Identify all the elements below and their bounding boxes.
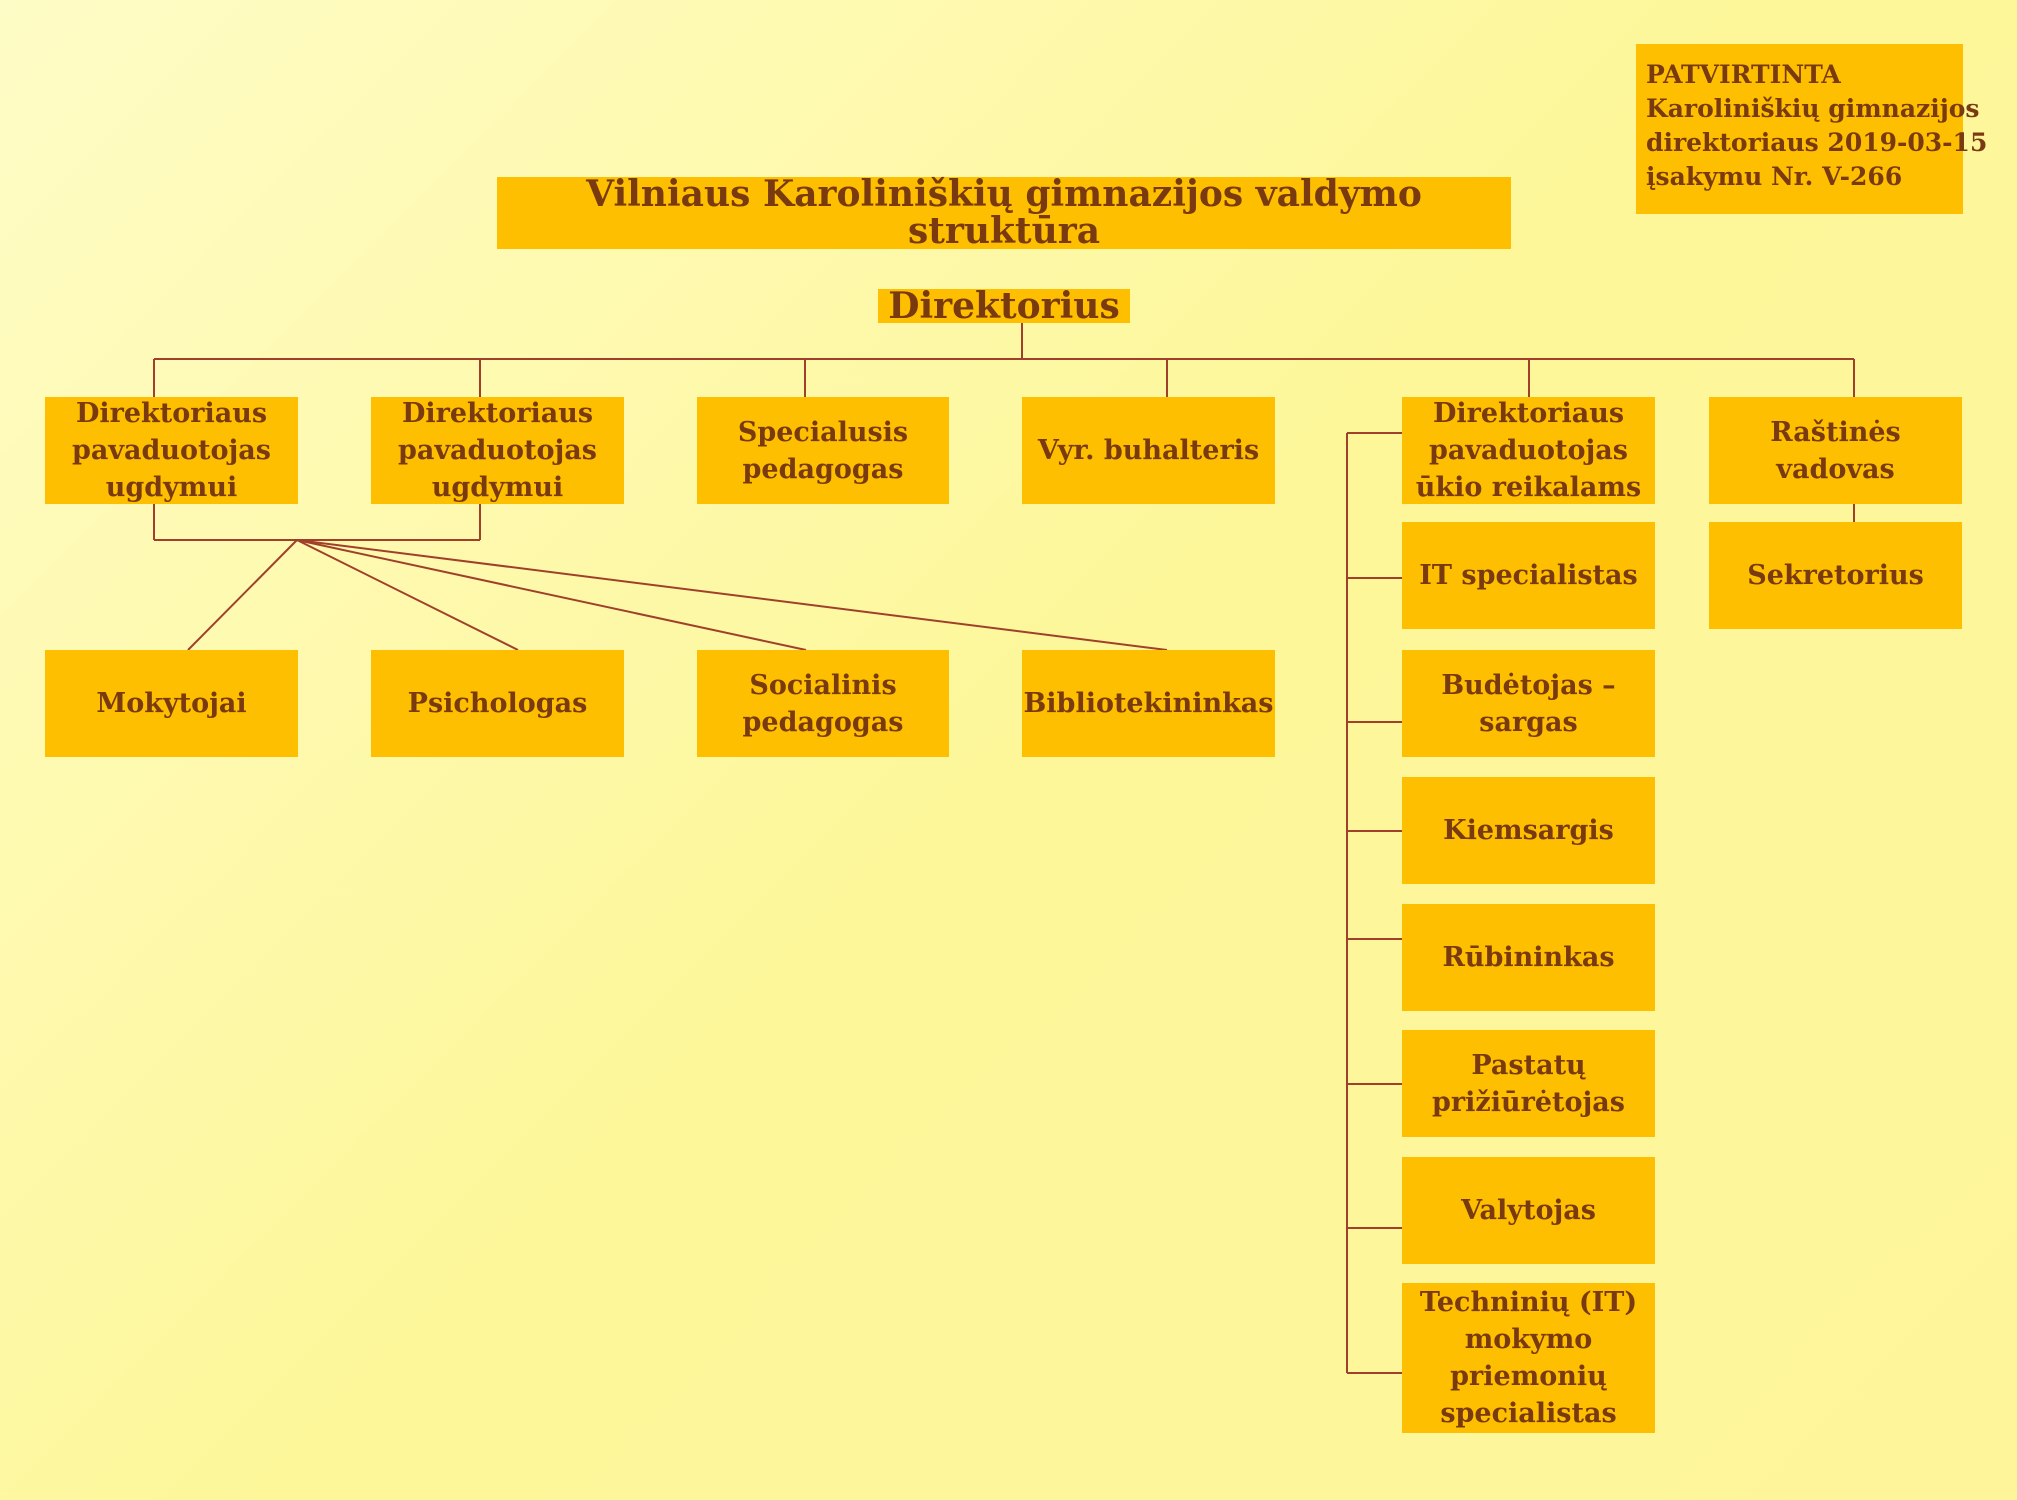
approval-line-2: Karoliniškių gimnazijos [1646, 94, 1980, 123]
director-box: Direktorius [878, 287, 1130, 324]
cleaner-box: Valytojas [1402, 1157, 1655, 1264]
secretary-box: Sekretorius [1709, 522, 1962, 629]
page-title: Vilniaus Karoliniškių gimnazijos valdymo… [497, 176, 1511, 250]
teachers-box: Mokytojai [45, 650, 298, 757]
deputy-facilities-box: Direktoriaus pavaduotojas ūkio reikalams [1402, 397, 1655, 504]
social-educator-box: Socialinis pedagogas [697, 650, 949, 757]
office-manager-box: Raštinės vadovas [1709, 397, 1962, 504]
approval-note: PATVIRTINTA Karoliniškių gimnazijos dire… [1636, 44, 1988, 214]
chief-accountant-box: Vyr. buhalteris [1022, 397, 1275, 504]
approval-line-1: PATVIRTINTA [1646, 60, 1841, 89]
librarian-box: Bibliotekininkas [1022, 650, 1275, 757]
cloakroom-attendant-box: Rūbininkas [1402, 904, 1655, 1011]
yard-keeper-box: Kiemsargis [1402, 777, 1655, 884]
deputy-education-1-box: Direktoriaus pavaduotojas ugdymui [45, 397, 298, 504]
approval-line-4: įsakymu Nr. V-266 [1646, 162, 1903, 191]
approval-line-3: direktoriaus 2019-03-15 [1646, 128, 1988, 157]
special-educator-box: Specialusis pedagogas [697, 397, 949, 504]
it-specialist-box: IT specialistas [1402, 522, 1655, 629]
deputy-education-2-box: Direktoriaus pavaduotojas ugdymui [371, 397, 624, 504]
psychologist-box: Psichologas [371, 650, 624, 757]
technical-aids-specialist-box: Techninių (IT) mokymo priemonių speciali… [1402, 1283, 1655, 1433]
building-caretaker-box: Pastatų prižiūrėtojas [1402, 1030, 1655, 1137]
guard-box: Budėtojas – sargas [1402, 650, 1655, 757]
